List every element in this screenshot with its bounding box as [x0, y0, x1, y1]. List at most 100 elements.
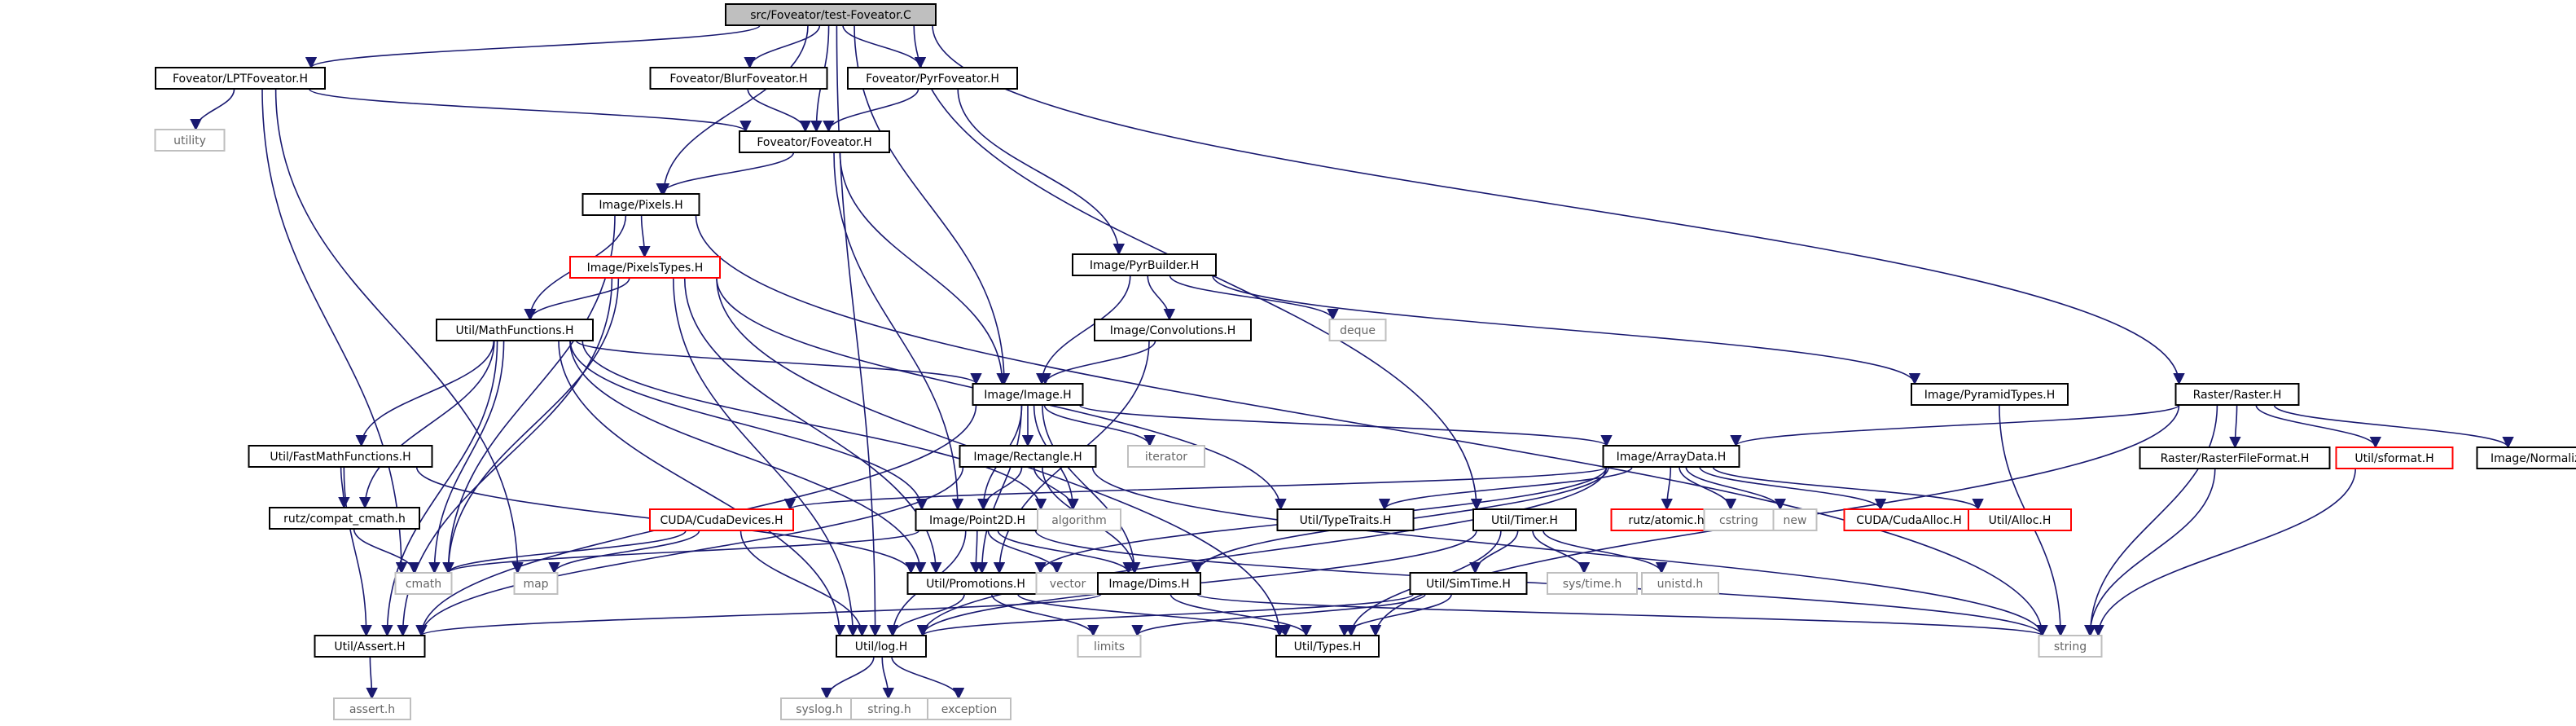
node-util-promotions-h[interactable]: Util/Promotions.H [906, 572, 1045, 595]
node-label: syslog.h [796, 703, 843, 716]
node-foveator-pyrfoveator-h[interactable]: Foveator/PyrFoveator.H [847, 67, 1018, 90]
node-label: Util/Assert.H [334, 640, 405, 653]
node-foveator-foveator-h[interactable]: Foveator/Foveator.H [739, 130, 890, 153]
node-util-simtime-h[interactable]: Util/SimTime.H [1409, 572, 1528, 595]
node-box [1472, 508, 1577, 531]
node-foveator-lptfoveator-h[interactable]: Foveator/LPTFoveator.H [155, 67, 326, 90]
edge-root-to-pyrf [842, 24, 927, 69]
node-cmath[interactable]: cmath [394, 572, 453, 595]
edge-lpt-to-utility [190, 88, 235, 131]
node-cuda-cudadevices-h[interactable]: CUDA/CudaDevices.H [649, 508, 794, 531]
node-unistd-h[interactable]: unistd.h [1641, 572, 1719, 595]
edge-dims-to-types [1170, 593, 1312, 637]
edge-cudadevices-to-cmath [442, 530, 687, 574]
edge-arraydata-to-cstring [1679, 466, 1737, 511]
edge-pyrbuilder-to-convolutions [1147, 275, 1175, 321]
node-label: new [1784, 514, 1807, 527]
node-util-sformat-h[interactable]: Util/sformat.H [2335, 447, 2454, 469]
node-new[interactable]: new [1772, 508, 1818, 531]
node-box [1276, 508, 1415, 531]
node-exception[interactable]: exception [927, 697, 1012, 720]
edge-pixels-to-pixelstypes [639, 214, 651, 258]
node-util-fastmathfunctions-h[interactable]: Util/FastMathFunctions.H [248, 445, 433, 468]
node-label: Foveator/Foveator.H [757, 136, 871, 149]
node-algorithm[interactable]: algorithm [1037, 508, 1121, 531]
node-utility[interactable]: utility [154, 129, 226, 152]
node-label: limits [1094, 640, 1125, 653]
node-box [649, 508, 794, 531]
edge-raster-to-string [2084, 404, 2218, 637]
node-iterator[interactable]: iterator [1127, 445, 1205, 468]
node-box [1328, 319, 1387, 341]
node-rutz-atomic-h[interactable]: rutz/atomic.h [1610, 508, 1722, 531]
edge-promotions-to-types [1017, 593, 1292, 637]
node-image-pixelstypes-h[interactable]: Image/PixelsTypes.H [569, 256, 721, 279]
node-syslog-h[interactable]: syslog.h [780, 697, 858, 720]
edge-image-to-arraydata [1078, 404, 1613, 447]
edge-log-to-stringh [881, 656, 894, 700]
edge-raster-to-rasterfileformat [2229, 404, 2241, 449]
edge-promotions-to-log [886, 593, 965, 637]
node-label: exception [941, 703, 997, 716]
node-limits[interactable]: limits [1077, 635, 1142, 658]
node-box [581, 193, 700, 216]
node-box [2335, 447, 2454, 469]
node-assert-h[interactable]: assert.h [333, 697, 411, 720]
node-cstring[interactable]: cstring [1703, 508, 1775, 531]
node-string-h[interactable]: string.h [850, 697, 928, 720]
node-box [333, 697, 411, 720]
node-map[interactable]: map [513, 572, 559, 595]
node-label: Util/MathFunctions.H [455, 324, 573, 337]
edge-root-to-blur [744, 24, 821, 69]
node-box [513, 572, 559, 595]
node-box [1968, 508, 2072, 531]
node-image-normalize-h[interactable]: Image/Normalize.H [2476, 447, 2576, 469]
node-sys-time-h[interactable]: sys/time.h [1547, 572, 1638, 595]
node-label: Foveator/PyrFoveator.H [866, 73, 999, 86]
node-src-foveator-test-foveator-c[interactable]: src/Foveator/test-Foveator.C [725, 3, 937, 26]
node-vector[interactable]: vector [1035, 572, 1100, 595]
node-foveator-blurfoveator-h[interactable]: Foveator/BlurFoveator.H [649, 67, 828, 90]
node-util-types-h[interactable]: Util/Types.H [1275, 635, 1380, 658]
node-label: utility [173, 134, 206, 147]
node-label: assert.h [349, 703, 395, 716]
edge-pyrbuilder-to-deque [1169, 275, 1339, 321]
node-image-point2d-h[interactable]: Image/Point2D.H [915, 508, 1040, 531]
node-image-dims-h[interactable]: Image/Dims.H [1097, 572, 1201, 595]
node-label: string.h [867, 703, 911, 716]
node-image-convolutions-h[interactable]: Image/Convolutions.H [1094, 319, 1252, 341]
node-box [1077, 635, 1142, 658]
node-rutz-compat-cmath-h[interactable]: rutz/compat_cmath.h [269, 507, 420, 530]
node-util-typetraits-h[interactable]: Util/TypeTraits.H [1276, 508, 1415, 531]
node-label: Image/Rectangle.H [973, 451, 1082, 464]
node-label: Image/Image.H [984, 389, 1071, 402]
node-image-image-h[interactable]: Image/Image.H [972, 383, 1084, 406]
node-box [739, 130, 890, 153]
node-label: vector [1050, 578, 1086, 591]
edge-point2d-to-cmath [442, 530, 920, 574]
node-image-arraydata-h[interactable]: Image/ArrayData.H [1602, 445, 1740, 468]
node-cuda-cudaalloc-h[interactable]: CUDA/CudaAlloc.H [1843, 508, 1975, 531]
node-util-alloc-h[interactable]: Util/Alloc.H [1968, 508, 2072, 531]
node-util-assert-h[interactable]: Util/Assert.H [314, 635, 426, 658]
node-image-pyrbuilder-h[interactable]: Image/PyrBuilder.H [1072, 253, 1217, 276]
edge-arraydata-to-cudadevices [784, 466, 1608, 511]
node-image-pixels-h[interactable]: Image/Pixels.H [581, 193, 700, 216]
node-label: Image/Normalize.H [2490, 452, 2576, 465]
node-image-rectangle-h[interactable]: Image/Rectangle.H [959, 445, 1097, 468]
node-image-pyramidtypes-h[interactable]: Image/PyramidTypes.H [1911, 383, 2069, 406]
node-deque[interactable]: deque [1328, 319, 1387, 341]
node-util-log-h[interactable]: Util/log.H [836, 635, 927, 658]
node-raster-rasterfileformat-h[interactable]: Raster/RasterFileFormat.H [2139, 447, 2331, 469]
node-raster-raster-h[interactable]: Raster/Raster.H [2174, 383, 2300, 406]
edge-pixels-to-string [695, 214, 2048, 637]
node-util-timer-h[interactable]: Util/Timer.H [1472, 508, 1577, 531]
edge-mathfunctions-to-assert [381, 340, 498, 637]
edge-lpt-to-cmath [261, 88, 408, 574]
node-box [927, 697, 1012, 720]
node-box [1127, 445, 1205, 468]
node-util-mathfunctions-h[interactable]: Util/MathFunctions.H [436, 319, 594, 341]
edge-simtime-to-limits [1131, 593, 1426, 637]
node-string[interactable]: string [2038, 635, 2103, 658]
node-label: Image/Pixels.H [599, 199, 682, 212]
